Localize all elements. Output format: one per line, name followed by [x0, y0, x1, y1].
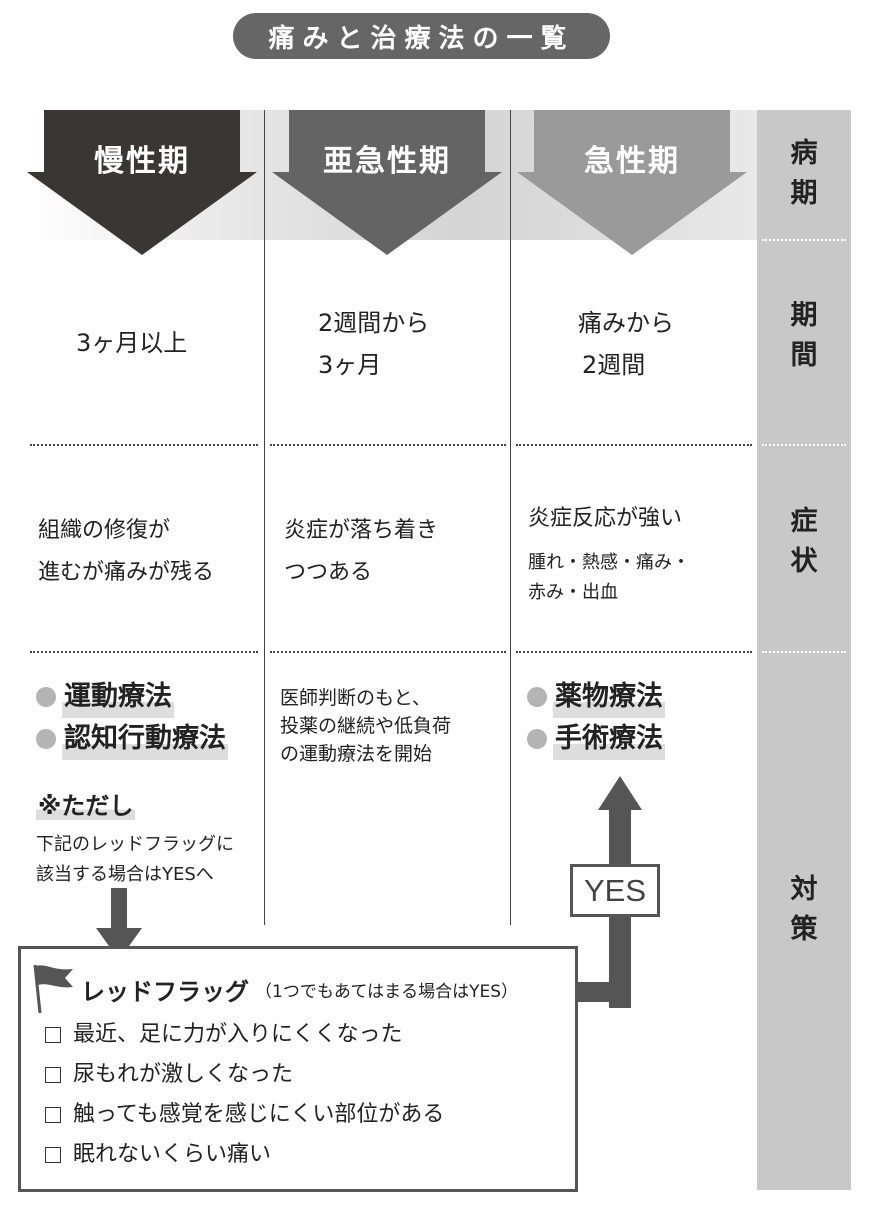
- treatment-item: 薬物療法: [527, 676, 665, 718]
- checklist-item[interactable]: 尿もれが激しくなった: [45, 1055, 444, 1095]
- arrow-down-icon: [517, 110, 747, 255]
- treatments-chronic: 運動療法 認知行動療法: [36, 676, 228, 760]
- checkbox-icon[interactable]: [45, 1027, 61, 1043]
- row-divider: [30, 444, 258, 446]
- bullet-icon: [36, 687, 56, 707]
- checklist-label: 眠れないくらい痛い: [73, 1142, 272, 1167]
- symptom-line: 組織の修復が: [38, 518, 171, 543]
- checkbox-icon[interactable]: [45, 1107, 61, 1123]
- period-line: 3ヶ月: [318, 351, 382, 379]
- note-heading: ※ただし: [36, 786, 136, 821]
- row-label-phase: 病 期: [757, 134, 851, 214]
- phase-header-acute: 急性期: [584, 144, 680, 179]
- checklist-label: 触っても感覚を感じにくい部位がある: [73, 1102, 445, 1127]
- note-text: 下記のレッドフラッグに 該当する場合はYESへ: [36, 830, 234, 890]
- red-flag-subtitle: （1つでもあてはまる場合はYES）: [255, 981, 519, 1002]
- phase-header-chronic: 慢性期: [94, 144, 190, 179]
- row-label-measures: 対 策: [757, 870, 851, 950]
- checklist-item[interactable]: 眠れないくらい痛い: [45, 1135, 444, 1175]
- symptoms-acute-detail: 腫れ・熱感・痛み・ 赤み・出血: [528, 548, 690, 608]
- note-line: 下記のレッドフラッグに: [36, 834, 234, 855]
- checklist-label: 尿もれが激しくなった: [73, 1062, 294, 1087]
- row-divider: [30, 651, 258, 653]
- diagram-title: 痛みと治療法の一覧: [233, 13, 610, 59]
- red-flag-box: レッドフラッグ （1つでもあてはまる場合はYES） 最近、足に力が入りにくくなっ…: [18, 946, 578, 1192]
- label-char: 策: [790, 914, 818, 945]
- period-line: 2週間から: [318, 309, 430, 337]
- period-acute: 痛みから 2週間: [578, 302, 674, 386]
- row-divider: [516, 651, 752, 653]
- treatment-label: 運動療法: [62, 676, 174, 718]
- period-line: 痛みから: [578, 309, 674, 337]
- yes-label: YES: [570, 864, 660, 917]
- row-divider: [270, 651, 506, 653]
- label-char: 病: [790, 138, 818, 169]
- note-line: 該当する場合はYESへ: [36, 864, 214, 885]
- period-line: 3ヶ月以上: [76, 329, 188, 357]
- row-divider: [270, 444, 506, 446]
- red-flag-list: 最近、足に力が入りにくくなった 尿もれが激しくなった 触っても感覚を感じにくい部…: [45, 1015, 444, 1175]
- symptoms-acute-main: 炎症反応が強い: [528, 506, 683, 531]
- row-label-column: [757, 110, 851, 1190]
- column-divider: [510, 110, 511, 925]
- symptom-line: つつある: [284, 560, 373, 585]
- treatment-line: の運動療法を開始: [280, 743, 433, 765]
- column-divider: [264, 110, 265, 925]
- bullet-icon: [527, 729, 547, 749]
- treatment-label: 認知行動療法: [62, 718, 228, 760]
- flag-icon: [33, 964, 73, 1014]
- row-label-symptoms: 症 状: [757, 502, 851, 582]
- treatments-subacute: 医師判断のもと、 投薬の継続や低負荷 の運動療法を開始: [280, 684, 451, 768]
- checkbox-icon[interactable]: [45, 1067, 61, 1083]
- treatment-label: 薬物療法: [553, 676, 665, 718]
- row-divider: [762, 239, 846, 241]
- treatment-item: 認知行動療法: [36, 718, 228, 760]
- symptom-line: 進むが痛みが残る: [38, 560, 215, 585]
- symptoms-subacute: 炎症が落ち着き つつある: [284, 510, 438, 594]
- symptoms-chronic: 組織の修復が 進むが痛みが残る: [38, 510, 214, 594]
- symptom-line: 炎症が落ち着き: [284, 518, 439, 543]
- row-divider: [516, 444, 752, 446]
- bullet-icon: [527, 687, 547, 707]
- label-char: 期: [790, 178, 818, 209]
- treatment-line: 医師判断のもと、: [280, 687, 431, 709]
- period-line: 2週間: [582, 351, 646, 379]
- treatment-item: 手術療法: [527, 718, 665, 760]
- bullet-icon: [36, 729, 56, 749]
- treatment-label: 手術療法: [553, 718, 665, 760]
- arrow-down-icon: [27, 110, 257, 255]
- label-char: 期: [790, 300, 818, 331]
- treatments-acute: 薬物療法 手術療法: [527, 676, 665, 760]
- period-chronic: 3ヶ月以上: [76, 322, 187, 364]
- arrow-down-icon: [272, 110, 502, 255]
- phase-header-subacute: 亜急性期: [323, 144, 451, 179]
- row-divider: [762, 651, 846, 653]
- checkbox-icon[interactable]: [45, 1147, 61, 1163]
- arrow-down-icon: [96, 888, 142, 960]
- label-char: 対: [790, 874, 818, 905]
- checklist-label: 最近、足に力が入りにくくなった: [73, 1022, 403, 1047]
- label-char: 状: [790, 546, 818, 577]
- red-flag-title: レッドフラッグ: [81, 977, 249, 1006]
- period-subacute: 2週間から 3ヶ月: [318, 302, 429, 386]
- checklist-item[interactable]: 最近、足に力が入りにくくなった: [45, 1015, 444, 1055]
- row-divider: [762, 444, 846, 446]
- label-char: 症: [790, 506, 818, 537]
- symptom-line: 腫れ・熱感・痛み・: [528, 552, 690, 573]
- symptom-line: 赤み・出血: [528, 582, 618, 603]
- checklist-item[interactable]: 触っても感覚を感じにくい部位がある: [45, 1095, 444, 1135]
- red-flag-header: レッドフラッグ （1つでもあてはまる場合はYES）: [31, 963, 518, 1015]
- treatment-item: 運動療法: [36, 676, 228, 718]
- treatment-line: 投薬の継続や低負荷: [280, 715, 452, 737]
- row-label-period: 期 間: [757, 296, 851, 376]
- note-heading-text: ※ただし: [36, 792, 136, 820]
- label-char: 間: [790, 340, 818, 371]
